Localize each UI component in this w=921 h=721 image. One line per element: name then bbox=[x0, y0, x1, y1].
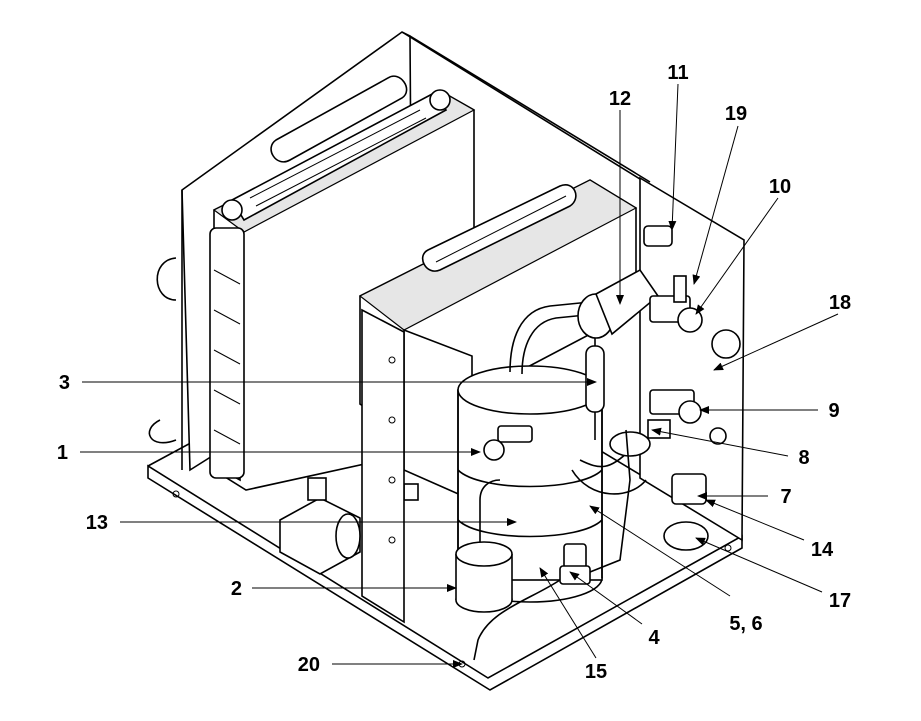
heat-exchanger bbox=[577, 268, 660, 339]
leader-4 bbox=[569, 571, 643, 625]
callout-18: 18 bbox=[829, 292, 851, 314]
leader-15 bbox=[539, 567, 597, 659]
leader-8 bbox=[651, 427, 789, 457]
leader-18 bbox=[713, 313, 839, 371]
callout-labels: 1 2 3 4 5, 6 7 8 9 10 11 12 13 14 15 17 … bbox=[57, 62, 851, 683]
callout-7: 7 bbox=[780, 486, 791, 508]
callout-4: 4 bbox=[648, 627, 660, 649]
callout-19: 19 bbox=[725, 103, 747, 125]
callout-8: 8 bbox=[798, 447, 809, 469]
right-side-panel bbox=[639, 176, 745, 542]
equipment-illustration bbox=[147, 31, 745, 691]
callout-10: 10 bbox=[769, 176, 791, 198]
leader-10 bbox=[695, 197, 779, 315]
callout-5-6: 5, 6 bbox=[729, 613, 762, 635]
callout-20: 20 bbox=[298, 654, 320, 676]
leader-11 bbox=[668, 83, 679, 231]
callout-14: 14 bbox=[811, 539, 834, 561]
callout-3: 3 bbox=[59, 372, 70, 394]
callout-12: 12 bbox=[609, 88, 631, 110]
callout-1: 1 bbox=[57, 442, 68, 464]
leader-19 bbox=[692, 125, 739, 285]
callout-2: 2 bbox=[231, 578, 242, 600]
leader-17 bbox=[695, 537, 823, 593]
evaporator-box bbox=[358, 179, 638, 624]
leader-lines bbox=[80, 83, 839, 668]
leader-14 bbox=[705, 499, 805, 541]
left-bracket bbox=[279, 477, 361, 575]
callout-9: 9 bbox=[828, 400, 839, 422]
callout-15: 15 bbox=[585, 661, 607, 683]
callout-13: 13 bbox=[86, 512, 108, 534]
callout-11: 11 bbox=[667, 62, 688, 84]
receiver-tank bbox=[455, 479, 513, 613]
callout-17: 17 bbox=[829, 590, 851, 612]
leader-5-6 bbox=[589, 505, 731, 597]
